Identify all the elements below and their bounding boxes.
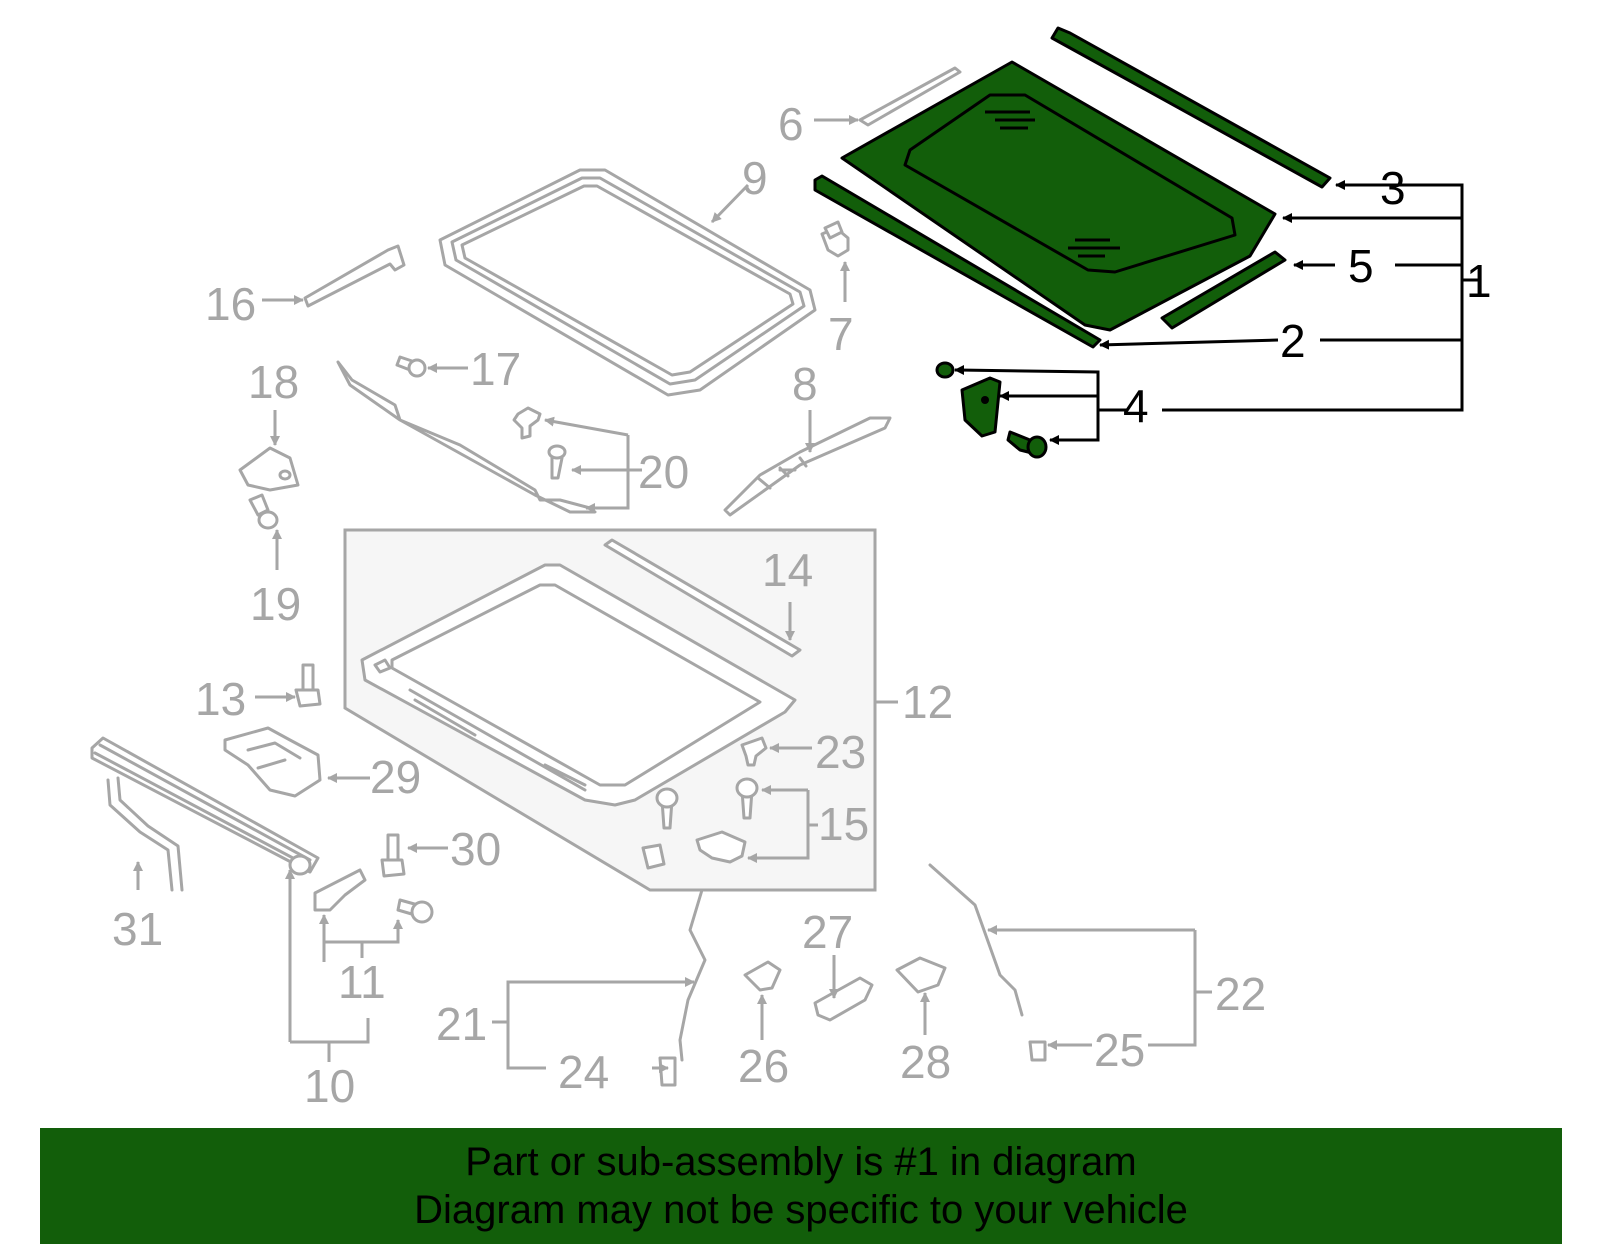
part-21-cable[interactable] [678,888,707,1062]
callout-10: 10 [304,1060,355,1112]
part-7-bolt[interactable] [820,220,850,258]
part-13-bolt[interactable] [294,663,322,708]
banner-line-1: Part or sub-assembly is #1 in diagram [465,1140,1137,1184]
callout-26: 26 [738,1040,789,1092]
part-18-bracket[interactable] [238,446,300,492]
callout-25: 25 [1094,1024,1145,1076]
part-3-roof-rail [1050,26,1332,189]
callout-17: 17 [470,343,521,395]
callout-23: 23 [815,726,866,778]
callout-1: 1 [1466,255,1492,307]
callout-14: 14 [762,544,813,596]
part-15-fasteners [641,777,759,870]
callout-21: 21 [436,998,487,1050]
callout-12: 12 [902,676,953,728]
callout-15: 15 [818,798,869,850]
callout-numbers: 1 2 3 4 5 6 7 8 9 10 11 12 13 14 15 16 1… [112,98,1492,1112]
part-27-guide[interactable] [813,976,874,1022]
callout-30: 30 [450,823,501,875]
part-16-bracket[interactable] [303,244,406,308]
callout-29: 29 [370,751,421,803]
part-30-bolt[interactable] [380,833,406,878]
callout-19: 19 [250,578,301,630]
part-31-drain-tube[interactable] [106,776,184,892]
part-front-rail-left[interactable] [336,360,597,514]
part-25-screw[interactable] [1028,1040,1047,1062]
banner-line-2: Diagram may not be specific to your vehi… [414,1188,1188,1232]
callout-20: 20 [638,446,689,498]
part-11-bracket-and-screw[interactable] [313,868,434,924]
part-5-rear-weatherstrip [1160,250,1287,330]
part-26-clip[interactable] [743,960,782,992]
callout-6: 6 [778,98,804,150]
callout-7: 7 [828,308,854,360]
part-19-screw[interactable] [248,493,279,530]
callout-4: 4 [1123,380,1149,432]
part-1-roof-panel-group[interactable] [813,26,1332,459]
part-12-subassembly-box[interactable] [343,528,877,892]
part-10-track[interactable] [90,736,320,876]
info-banner: Part or sub-assembly is #1 in diagram Di… [40,1128,1562,1244]
part-1-glass-panel [903,93,1237,274]
part-23-clip [740,736,768,767]
callout-22: 22 [1215,968,1266,1020]
part-8-rail[interactable] [723,416,892,517]
callout-16: 16 [205,278,256,330]
part-29-motor[interactable] [223,726,322,798]
parts-diagram: 1 2 3 4 5 6 7 8 9 10 11 12 13 14 15 16 1… [90,26,1492,1112]
part-22-cable[interactable] [928,863,1024,1017]
callout-3: 3 [1380,162,1406,214]
part-4-bracket-hardware [935,361,1048,459]
leader-lines [133,115,1478,1073]
part-12-sunshade-frame [360,563,797,807]
callout-27: 27 [802,906,853,958]
part-28-clip[interactable] [895,956,947,994]
glass-mark [985,110,1120,258]
part-9-frame-seal[interactable] [438,168,817,397]
callout-24: 24 [558,1046,609,1098]
callout-18: 18 [248,356,299,408]
callout-2: 2 [1280,315,1306,367]
part-24-screw[interactable] [658,1056,677,1087]
callout-8: 8 [792,358,818,410]
callout-28: 28 [900,1036,951,1088]
callout-9: 9 [742,152,768,204]
part-6-strip[interactable] [858,66,962,127]
callout-31: 31 [112,903,163,955]
callout-13: 13 [195,673,246,725]
part-2-front-weatherstrip [813,174,1102,349]
part-14-strip [603,538,802,658]
callout-11: 11 [338,956,386,1008]
callout-5: 5 [1348,240,1374,292]
part-20-clips[interactable] [512,406,567,480]
part-17-screw[interactable] [395,355,427,378]
